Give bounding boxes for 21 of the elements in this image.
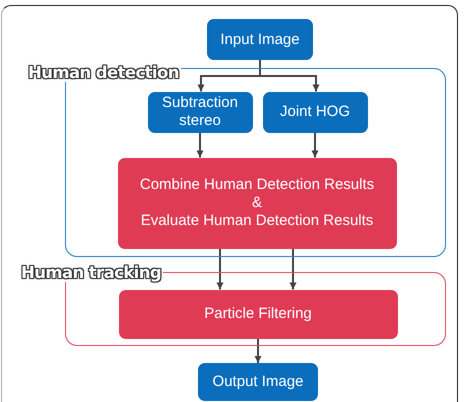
box-label: Evaluate Human Detection Results bbox=[140, 212, 374, 230]
group-title: Human tracking bbox=[19, 263, 164, 282]
box-label: Combine Human Detection Results bbox=[140, 176, 374, 194]
box-label: Particle Filtering bbox=[204, 305, 312, 323]
box-label: Joint HOG bbox=[280, 103, 350, 121]
box-label: & bbox=[252, 194, 262, 212]
arrow bbox=[312, 132, 318, 158]
process-box bbox=[198, 363, 318, 401]
process-box bbox=[118, 158, 396, 248]
process-box bbox=[207, 19, 313, 60]
group-title: Human detection bbox=[26, 63, 181, 82]
arrow bbox=[254, 338, 262, 363]
box-label: Output Image bbox=[212, 373, 304, 391]
process-box bbox=[118, 290, 398, 338]
arrow bbox=[216, 248, 224, 290]
arrow bbox=[290, 248, 296, 290]
box-label: Subtraction stereo bbox=[161, 94, 239, 130]
process-box bbox=[148, 92, 252, 132]
process-box bbox=[262, 92, 368, 132]
arrow bbox=[196, 132, 204, 158]
box-label: Input Image bbox=[220, 30, 300, 48]
